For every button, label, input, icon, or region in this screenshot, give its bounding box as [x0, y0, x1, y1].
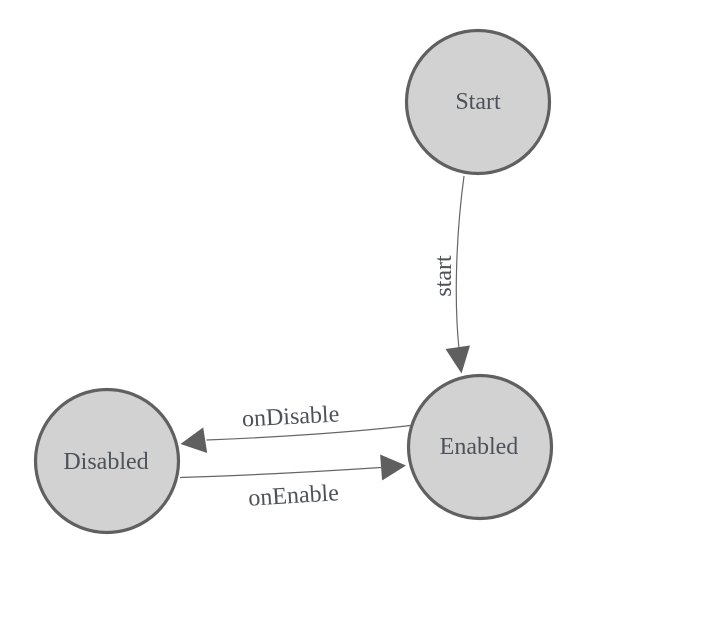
state-node-disabled: Disabled	[33, 387, 181, 535]
state-node-start: Start	[404, 28, 552, 176]
arrowhead-left-icon	[180, 427, 208, 453]
transition-label-ondisable: onDisable	[241, 401, 340, 432]
transition-label-start: start	[431, 255, 457, 297]
state-circle-start	[404, 28, 552, 176]
edge-enabled-to-disabled	[206, 424, 411, 441]
transition-start-to-enabled: start	[431, 175, 470, 374]
arrowhead-right-icon	[380, 454, 406, 481]
edge-start-to-enabled	[455, 175, 465, 350]
transition-disabled-to-enabled: onEnable	[179, 454, 406, 512]
arrowhead-down-icon	[445, 345, 470, 374]
state-label-start: Start	[455, 89, 501, 115]
transition-enabled-to-disabled: onDisable	[180, 401, 411, 453]
state-circle-disabled	[33, 387, 181, 535]
state-circle-enabled	[406, 373, 554, 521]
state-node-enabled: Enabled	[406, 373, 554, 521]
state-label-enabled: Enabled	[440, 434, 519, 460]
transition-label-onenable: onEnable	[248, 480, 340, 511]
edge-disabled-to-enabled	[179, 466, 382, 479]
state-label-disabled: Disabled	[63, 449, 148, 475]
